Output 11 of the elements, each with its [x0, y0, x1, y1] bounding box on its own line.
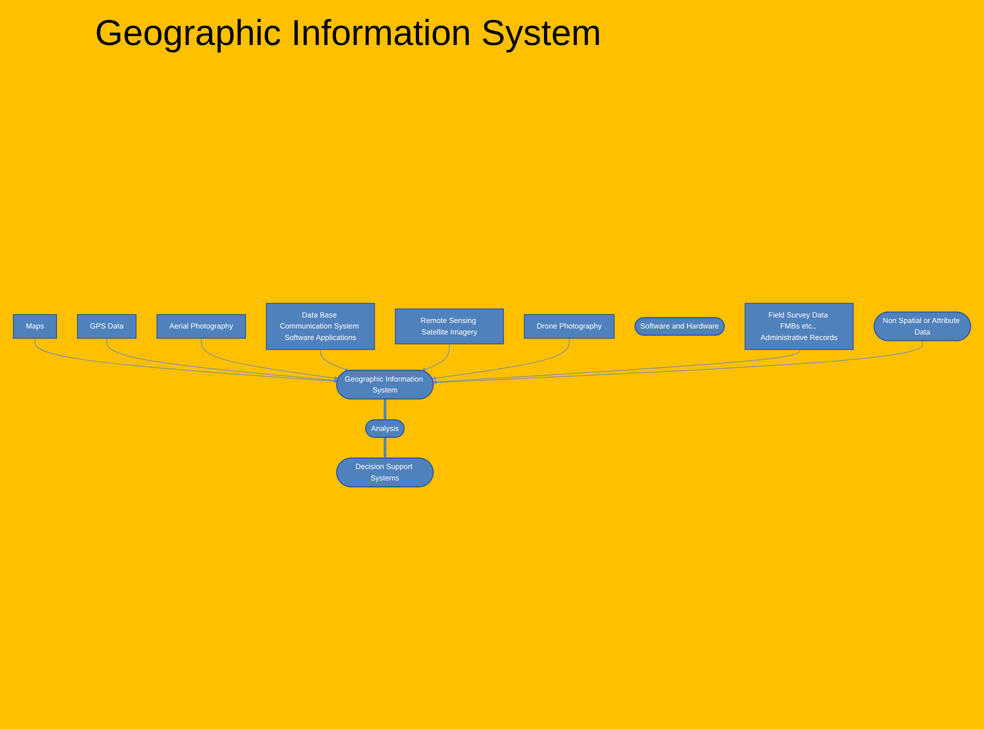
arrow	[200, 338, 338, 380]
arrow	[383, 437, 387, 458]
arrow	[34, 338, 338, 383]
arrow	[422, 344, 450, 372]
arrow	[432, 349, 800, 384]
arrow	[433, 340, 923, 384]
arrow	[432, 338, 570, 380]
arrow	[106, 338, 338, 382]
arrow	[320, 349, 349, 372]
arrow	[383, 399, 387, 420]
diagram-title: Geographic Information System	[95, 12, 602, 54]
